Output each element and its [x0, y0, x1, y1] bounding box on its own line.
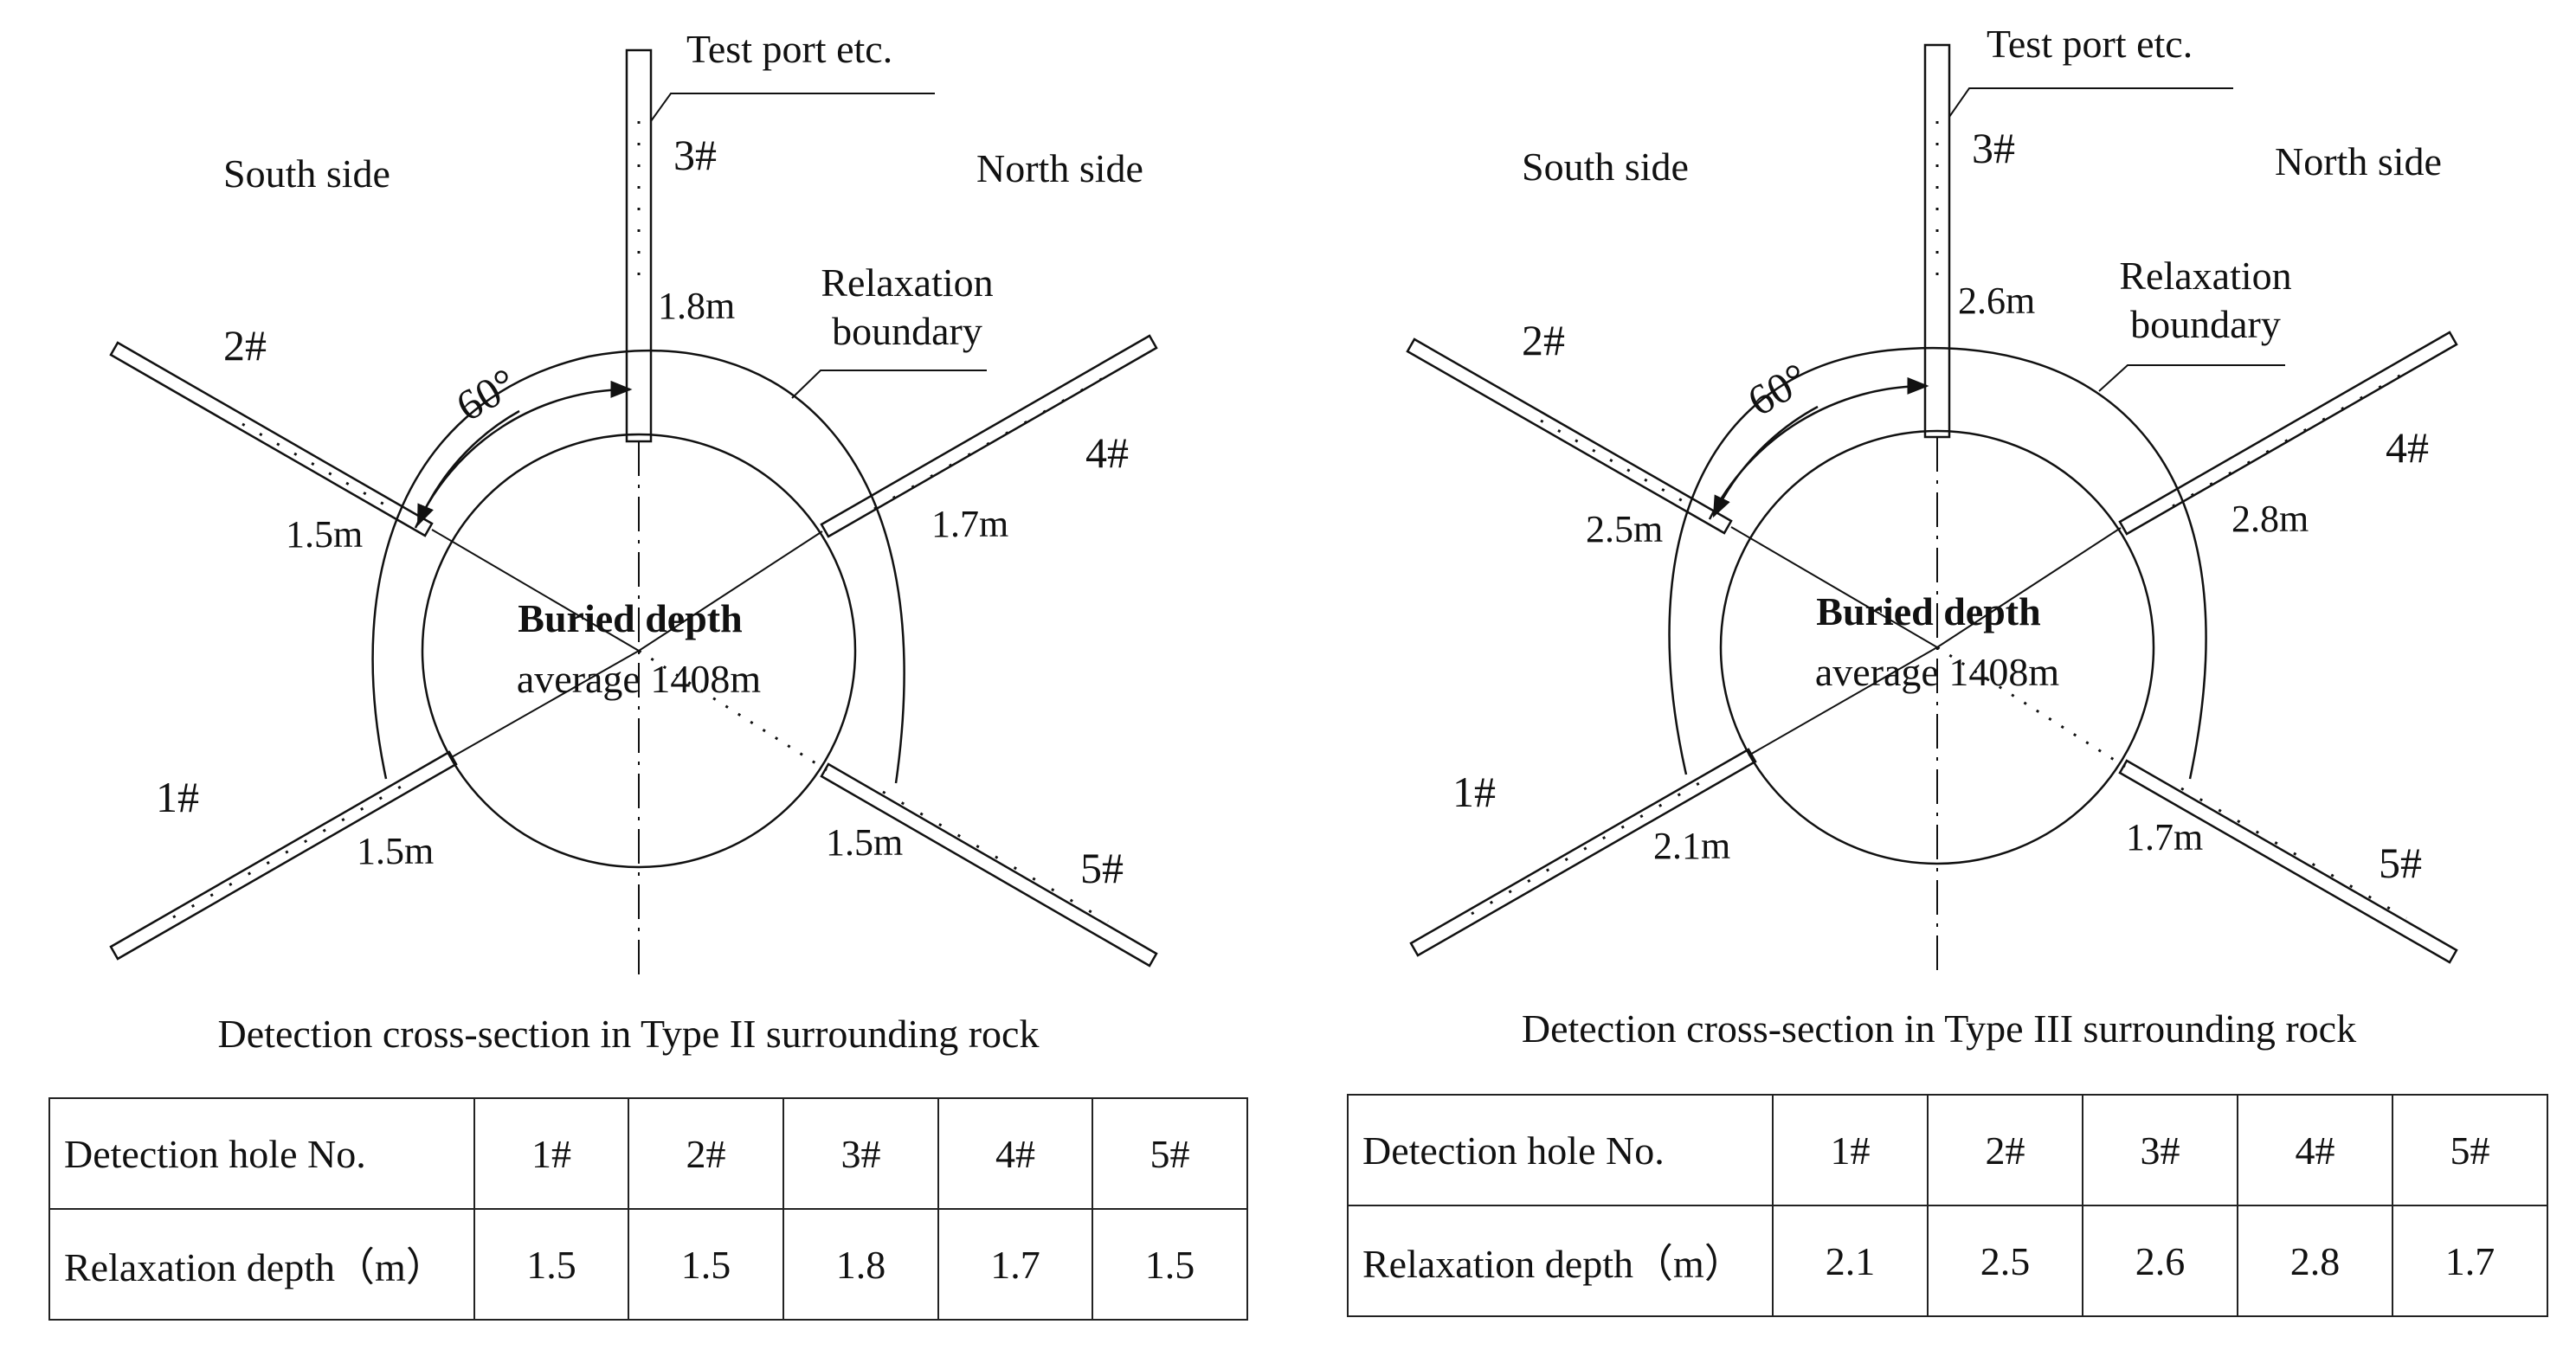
hole-1-label: 1#: [156, 773, 199, 821]
depth-label-hole-1: 1.5m: [357, 830, 434, 872]
table-cell: 2.8: [2237, 1205, 2393, 1317]
tunnel-outline: [1719, 429, 2155, 865]
north-side-label: North side: [976, 146, 1143, 190]
test-port-leader: [650, 93, 935, 122]
relax-boundary-label-1: Relaxation: [2119, 254, 2291, 298]
tunnel-outline: [421, 433, 857, 869]
hole-1-tube: [109, 750, 458, 961]
hole-3-tube: [1923, 43, 1951, 439]
angle-arc: [414, 380, 633, 529]
hole-4-tube: [2118, 331, 2458, 536]
test-port-label: Test port etc.: [686, 27, 892, 71]
table-row-hole-numbers: Detection hole No. 1# 2# 3# 4# 5#: [1347, 1094, 2548, 1206]
hole-3-tube: [625, 48, 653, 443]
caption-type-iii: Detection cross-section in Type III surr…: [1522, 1006, 2356, 1051]
test-port-leader: [1948, 87, 2233, 118]
table-cell: 4#: [2237, 1094, 2393, 1206]
relax-boundary-label-2: boundary: [832, 309, 982, 353]
table-cell: 2#: [628, 1097, 784, 1210]
table-cell: 1#: [473, 1097, 629, 1210]
table-cell: 1#: [1772, 1094, 1929, 1206]
table-row-depths: Relaxation depth（m） 2.1 2.5 2.6 2.8 1.7: [1347, 1205, 2548, 1317]
table-row-depths: Relaxation depth（m） 1.5 1.5 1.8 1.7 1.5: [48, 1208, 1248, 1321]
panel-type-ii: [109, 48, 1158, 978]
table-cell: 2.5: [1927, 1205, 2083, 1317]
south-side-label: South side: [223, 151, 390, 196]
hole-1-tube: [1409, 748, 1757, 957]
depth-label-hole-5: 1.5m: [826, 821, 903, 864]
hole-3-label: 3#: [1972, 124, 2015, 172]
depth-label-hole-3: 1.8m: [658, 285, 735, 327]
relaxation-table-type-iii: Detection hole No. 1# 2# 3# 4# 5# Relaxa…: [1347, 1094, 2548, 1317]
depth-label-hole-2: 1.5m: [286, 513, 363, 556]
relaxation-table-type-ii: Detection hole No. 1# 2# 3# 4# 5# Relaxa…: [48, 1097, 1248, 1321]
table-cell: 3#: [2082, 1094, 2238, 1206]
buried-depth-label-1: Buried depth: [1816, 589, 2040, 633]
table-row-hole-numbers: Detection hole No. 1# 2# 3# 4# 5#: [48, 1097, 1248, 1210]
angle-arc: [1708, 376, 1929, 520]
panel-type-ii-labels: Test port etc. South side North side Rel…: [156, 27, 1143, 1056]
table-cell: 4#: [937, 1097, 1093, 1210]
depth-label-hole-5: 1.7m: [2126, 816, 2203, 858]
table-cell: 2.6: [2082, 1205, 2238, 1317]
hole-2-tube: [1406, 338, 1733, 535]
relaxation-boundary-curve: [1668, 346, 2207, 780]
panel-type-iii: [1406, 43, 2458, 978]
hole-5-tube: [820, 762, 1158, 968]
table-cell: 2.1: [1772, 1205, 1929, 1317]
depth-label-hole-4: 1.7m: [931, 503, 1008, 545]
hole-4-label: 4#: [1085, 428, 1129, 477]
relaxation-boundary-curve: [371, 349, 905, 784]
hole-4-tube: [820, 334, 1158, 538]
relax-boundary-label-2: boundary: [2130, 302, 2281, 346]
depth-label-hole-3: 2.6m: [1958, 280, 2035, 322]
table-row-label: Relaxation depth（m）: [1347, 1205, 1774, 1317]
depth-label-hole-4: 2.8m: [2231, 498, 2309, 540]
depth-label-hole-2: 2.5m: [1586, 508, 1663, 550]
table-cell: 5#: [1092, 1097, 1248, 1210]
relax-boundary-leader: [2098, 364, 2285, 392]
table-cell: 1.8: [782, 1208, 939, 1321]
table-cell: 2#: [1927, 1094, 2083, 1206]
hole-1-label: 1#: [1452, 768, 1496, 816]
hole-5-label: 5#: [2379, 839, 2422, 887]
south-side-label: South side: [1522, 145, 1689, 189]
buried-depth-label-1: Buried depth: [518, 596, 742, 640]
hole-2-label: 2#: [223, 321, 267, 370]
hole-4-label: 4#: [2386, 423, 2429, 472]
hole-2-label: 2#: [1522, 316, 1565, 364]
hole-5-label: 5#: [1080, 844, 1124, 892]
table-header-label: Detection hole No.: [1347, 1094, 1774, 1206]
buried-depth-label-2: average 1408m: [517, 657, 761, 701]
table-header-label: Detection hole No.: [48, 1097, 475, 1210]
north-side-label: North side: [2275, 139, 2442, 183]
table-row-label: Relaxation depth（m）: [48, 1208, 475, 1321]
caption-type-ii: Detection cross-section in Type II surro…: [218, 1012, 1040, 1056]
hole-5-tube: [2118, 759, 2458, 964]
relax-boundary-leader: [791, 370, 987, 399]
table-cell: 3#: [782, 1097, 939, 1210]
table-cell: 1.7: [2392, 1205, 2548, 1317]
hole-2-tube: [109, 341, 434, 537]
table-cell: 1.5: [1092, 1208, 1248, 1321]
buried-depth-label-2: average 1408m: [1815, 650, 2059, 694]
hole-3-label: 3#: [673, 131, 717, 179]
table-cell: 1.7: [937, 1208, 1093, 1321]
test-port-label: Test port etc.: [1987, 22, 2193, 66]
depth-label-hole-1: 2.1m: [1653, 825, 1730, 867]
table-cell: 5#: [2392, 1094, 2548, 1206]
relax-boundary-label-1: Relaxation: [821, 260, 993, 305]
panel-type-iii-labels: Test port etc. South side North side Rel…: [1452, 22, 2442, 1051]
table-cell: 1.5: [628, 1208, 784, 1321]
table-cell: 1.5: [473, 1208, 629, 1321]
